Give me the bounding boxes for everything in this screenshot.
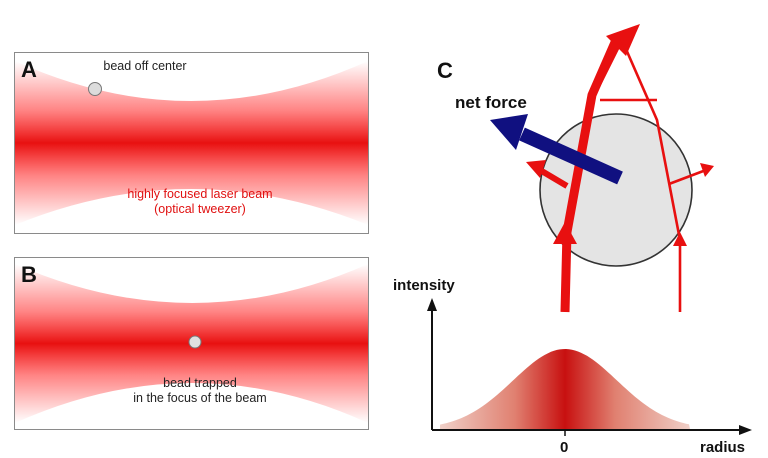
x-axis-label: radius: [700, 439, 745, 456]
beam-label-line1: highly focused laser beam: [127, 187, 273, 201]
thin-ray-reflection-arrowhead: [700, 163, 714, 177]
thin-light-ray: [620, 39, 682, 312]
trap-label-line1: bead trapped: [163, 376, 237, 390]
thick-ray-reflection-arrowhead: [526, 160, 546, 178]
thick-ray-incoming-arrowhead: [553, 222, 577, 244]
y-axis-label: intensity: [393, 277, 455, 294]
x-axis-arrowhead: [739, 425, 752, 435]
panel-a: A bead off center highly focused laser b…: [14, 52, 369, 234]
trap-label-line2: in the focus of the beam: [133, 391, 267, 405]
thin-ray-reflection: [668, 168, 707, 186]
net-force-label: net force: [455, 93, 527, 112]
laser-beam-b: [15, 264, 368, 423]
bead-off-center-label: bead off center: [103, 59, 187, 73]
thin-ray-incoming-arrowhead: [673, 232, 687, 246]
net-force-arrow-shaft: [519, 127, 623, 185]
bead-trapped: [188, 335, 202, 349]
thick-ray-reflection: [538, 167, 569, 189]
x-tick-zero-label: 0: [560, 439, 568, 456]
intensity-gaussian: [440, 349, 690, 429]
beam-shape-a: [15, 61, 368, 225]
beam-label-line2: (optical tweezer): [154, 202, 246, 216]
panel-a-letter: A: [21, 57, 37, 82]
panel-b: B bead trapped in the focus of the beam: [14, 257, 369, 430]
thin-ray-upper-left: [590, 39, 624, 101]
bead-off-center: [88, 82, 102, 96]
y-axis-arrowhead: [427, 298, 437, 311]
laser-beam-a: [15, 61, 368, 225]
panel-b-letter: B: [21, 262, 37, 287]
panel-c-letter: C: [437, 58, 453, 83]
panel-c: C net force intensity radius 0: [393, 24, 752, 456]
net-force-arrowhead: [490, 114, 528, 150]
